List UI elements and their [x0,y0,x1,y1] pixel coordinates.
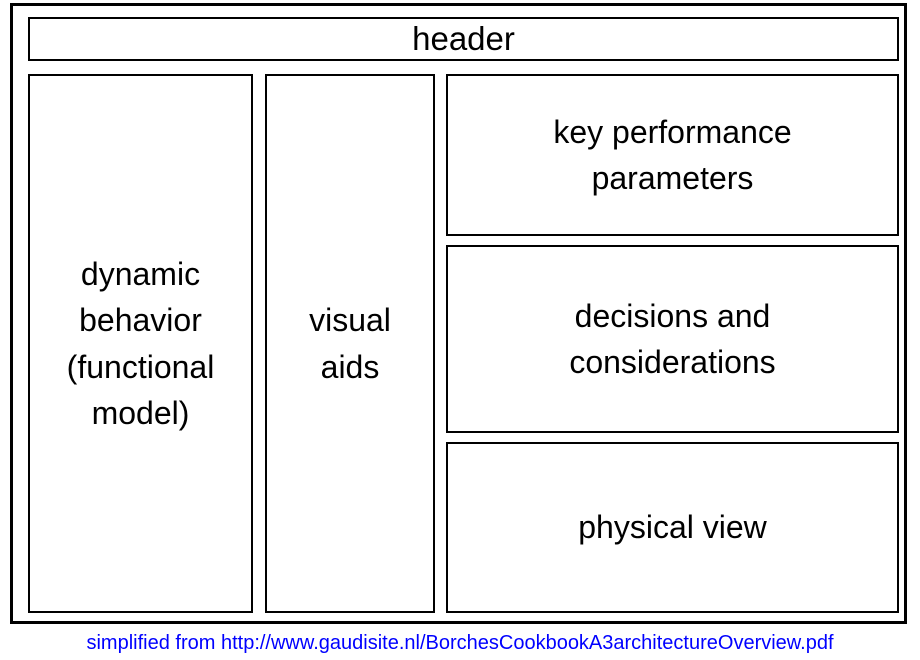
decisions-and-considerations-box: decisions and considerations [446,245,899,433]
header-box: header [28,17,899,61]
header-box-label: header [412,19,515,57]
key-performance-parameters-box: key performance parameters [446,74,899,236]
key-performance-parameters-label: key performance parameters [553,113,792,196]
physical-view-box: physical view [446,442,899,613]
visual-aids-box: visual aids [265,74,435,613]
outer-frame: header dynamic behavior (functional mode… [10,3,907,624]
source-link[interactable]: simplified from http://www.gaudisite.nl/… [86,632,834,654]
physical-view-label: physical view [578,509,767,546]
visual-aids-label: visual aids [309,302,391,385]
dynamic-behavior-label: dynamic behavior (functional model) [66,256,215,431]
source-caption: simplified from http://www.gaudisite.nl/… [0,632,920,655]
decisions-and-considerations-label: decisions and considerations [569,297,776,380]
dynamic-behavior-box: dynamic behavior (functional model) [28,74,253,613]
